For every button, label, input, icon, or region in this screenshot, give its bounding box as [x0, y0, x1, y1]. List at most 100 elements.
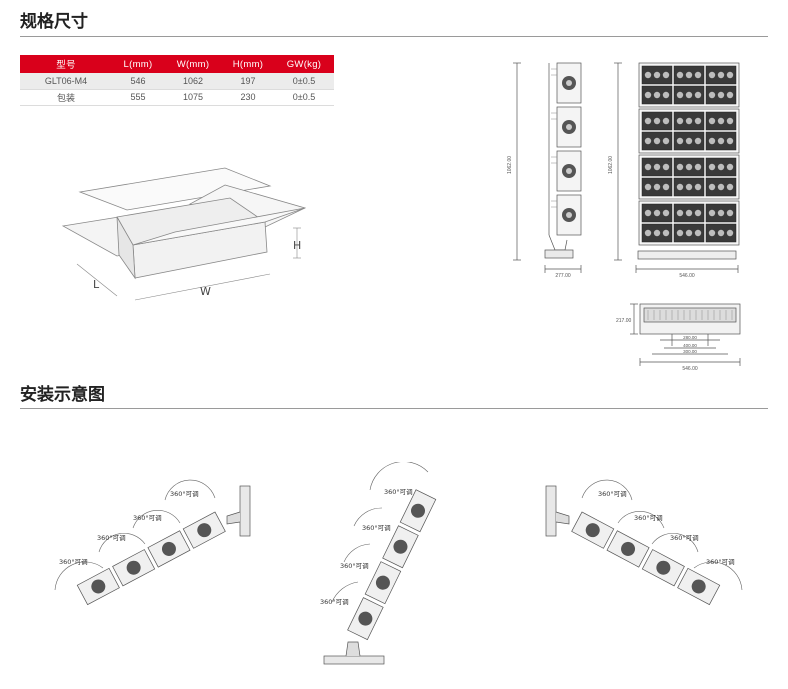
front-height-dimension: 1062.00 — [608, 156, 614, 174]
led-lens — [653, 137, 661, 145]
led-lens — [685, 209, 693, 217]
table-cell: 0±0.5 — [274, 73, 334, 90]
led-lens — [685, 229, 693, 237]
led-lens — [644, 163, 652, 171]
led-lens — [694, 183, 702, 191]
spec-table: 型号 L(mm) W(mm) H(mm) GW(kg) GLT06-M4 546… — [20, 55, 334, 106]
spec-section-divider — [20, 36, 768, 37]
install-section-title: 安装示意图 — [20, 385, 105, 405]
package-box-diagram: H L W — [61, 167, 307, 301]
led-lens — [644, 91, 652, 99]
install-diagram-wall-left: 360°可调 360°可调 360°可调 360°可调 — [54, 479, 251, 606]
led-lens — [726, 117, 734, 125]
adjust-label-11: 360°可调 — [670, 533, 699, 542]
led-lens — [662, 209, 670, 217]
led-lens — [662, 183, 670, 191]
led-lens — [694, 209, 702, 217]
led-lens — [694, 91, 702, 99]
led-lens — [708, 91, 716, 99]
table-cell: 1062 — [164, 73, 222, 90]
front-view-drawing: 1062.00 546.00 — [608, 62, 740, 279]
led-lens — [644, 137, 652, 145]
led-lens — [662, 117, 670, 125]
table-cell: 1075 — [164, 89, 222, 106]
led-lens — [644, 229, 652, 237]
side-width-dimension: 277.00 — [555, 273, 571, 279]
box-height-label: H — [293, 239, 301, 252]
led-lens — [694, 117, 702, 125]
adjust-label-12: 360°可调 — [706, 557, 735, 566]
front-led-modules — [638, 62, 740, 246]
table-cell: 197 — [222, 73, 274, 90]
led-lens — [726, 229, 734, 237]
adjust-label-6: 360°可调 — [362, 523, 391, 532]
spec-col-weight: GW(kg) — [274, 55, 334, 73]
led-lens — [717, 91, 725, 99]
led-lens — [685, 71, 693, 79]
led-lens — [644, 209, 652, 217]
adjust-label-5: 360°可调 — [384, 487, 413, 496]
led-lens — [708, 229, 716, 237]
led-lens — [644, 183, 652, 191]
led-lens — [644, 117, 652, 125]
led-lens — [708, 183, 716, 191]
spec-col-height: H(mm) — [222, 55, 274, 73]
adjust-label-10: 360°可调 — [634, 513, 663, 522]
adjust-label-7: 360°可调 — [340, 561, 369, 570]
adjust-label-9: 360°可调 — [598, 489, 627, 498]
led-lens — [694, 163, 702, 171]
led-lens — [676, 71, 684, 79]
install-diagram-ground: 360°可调 360°可调 360°可调 360°可调 — [320, 462, 437, 665]
led-lens — [644, 71, 652, 79]
led-lens — [676, 137, 684, 145]
table-cell: 230 — [222, 89, 274, 106]
led-lens — [708, 209, 716, 217]
side-view-drawing: 1062.00 277.00 — [507, 62, 582, 279]
led-lens — [717, 183, 725, 191]
led-lens — [676, 91, 684, 99]
led-lens — [717, 209, 725, 217]
led-lens — [676, 163, 684, 171]
led-lens — [662, 71, 670, 79]
spec-col-model: 型号 — [20, 55, 112, 73]
led-lens — [726, 183, 734, 191]
spec-section-title: 规格尺寸 — [20, 12, 88, 32]
spec-table-header-row: 型号 L(mm) W(mm) H(mm) GW(kg) — [20, 55, 334, 73]
adjust-label-2: 360°可调 — [133, 513, 162, 522]
table-cell: 0±0.5 — [274, 89, 334, 106]
led-lens — [676, 117, 684, 125]
led-lens — [685, 117, 693, 125]
led-lens — [685, 183, 693, 191]
led-lens — [726, 91, 734, 99]
led-lens — [708, 71, 716, 79]
led-lens — [708, 137, 716, 145]
box-width-label: W — [200, 285, 211, 298]
led-lens — [717, 71, 725, 79]
led-lens — [726, 137, 734, 145]
led-lens — [653, 91, 661, 99]
top-width-dimension: 546.00 — [682, 366, 698, 372]
led-lens — [662, 137, 670, 145]
led-lens — [653, 71, 661, 79]
led-lens — [726, 163, 734, 171]
led-lens — [685, 91, 693, 99]
led-lens — [662, 229, 670, 237]
led-lens — [676, 229, 684, 237]
table-cell: 包装 — [20, 89, 112, 106]
adjust-label-1: 360°可调 — [170, 489, 199, 498]
led-lens — [717, 229, 725, 237]
adjust-label-8: 360°可调 — [320, 597, 349, 606]
top-dimension-b: 400.00 — [683, 343, 697, 348]
box-length-label: L — [93, 278, 100, 291]
spec-col-length: L(mm) — [112, 55, 164, 73]
front-width-dimension: 546.00 — [679, 273, 695, 279]
led-lens — [676, 183, 684, 191]
table-cell: GLT06-M4 — [20, 73, 112, 90]
led-lens — [708, 117, 716, 125]
led-lens — [717, 117, 725, 125]
table-row: GLT06-M4 546 1062 197 0±0.5 — [20, 73, 334, 90]
table-cell: 555 — [112, 89, 164, 106]
top-view-drawing: 217.00 280.00 400.00 300.00 546.00 — [616, 303, 741, 372]
led-lens — [653, 209, 661, 217]
spec-col-width: W(mm) — [164, 55, 222, 73]
